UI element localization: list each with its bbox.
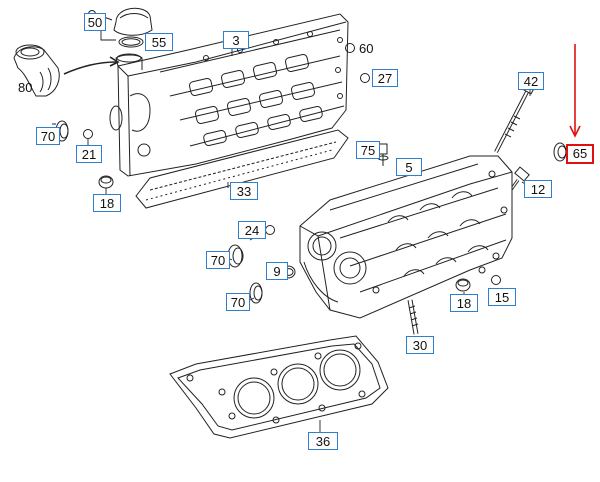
part-70c-seal [249,282,263,304]
part-65-seal [553,142,567,162]
part-18a-plug [98,175,114,189]
callout-75[interactable]: 75 [356,141,380,159]
callout-30[interactable]: 30 [406,336,434,354]
highlight-arrow [569,44,581,138]
part-24-plug [265,225,275,235]
callout-18-bottom[interactable]: 18 [450,294,478,312]
callout-21[interactable]: 21 [76,145,102,163]
callout-12[interactable]: 12 [524,180,552,198]
callout-3[interactable]: 3 [223,31,249,49]
part-27-plug [360,73,370,83]
callout-70-top[interactable]: 70 [36,127,60,145]
callout-36[interactable]: 36 [308,432,338,450]
part-60-plug [345,43,355,53]
callout-27[interactable]: 27 [372,69,398,87]
part-18b-plug [455,278,471,292]
label-80: 80 [18,80,33,95]
part-21-plug [83,129,93,139]
callout-18-top[interactable]: 18 [93,194,121,212]
callout-42[interactable]: 42 [518,72,544,90]
part-55-seal [118,36,144,48]
cylinder-head [299,155,513,319]
part-30-stud [407,299,419,335]
callout-5[interactable]: 5 [396,158,422,176]
callout-24[interactable]: 24 [238,221,266,239]
callout-33[interactable]: 33 [230,182,258,200]
callout-55[interactable]: 55 [145,33,173,51]
callout-70-mid[interactable]: 70 [206,251,230,269]
callout-50[interactable]: 50 [84,13,106,31]
part-15-plug [491,275,501,285]
part-80-filler-neck [13,44,60,97]
part-3-upper-head [109,13,349,177]
part-70b-seal [227,244,244,268]
callout-15[interactable]: 15 [488,288,516,306]
part-33-gasket [135,129,349,209]
part-36-head-gasket [169,335,389,439]
callout-9[interactable]: 9 [266,262,288,280]
callout-65[interactable]: 65 [566,144,594,164]
callout-70-bottom[interactable]: 70 [226,293,250,311]
label-60: 60 [359,41,374,56]
